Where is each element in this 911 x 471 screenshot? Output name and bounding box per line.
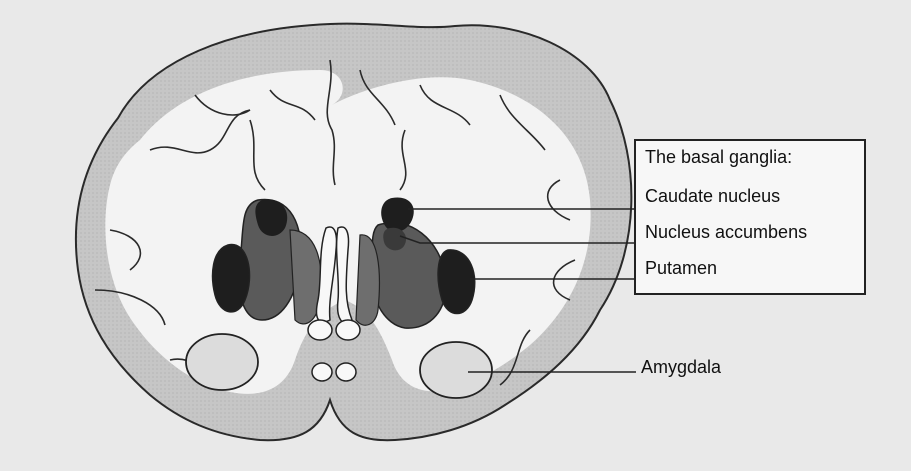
- label-putamen: Putamen: [645, 258, 717, 279]
- label-caudate-nucleus: Caudate nucleus: [645, 186, 780, 207]
- diagram-title: The basal ganglia:: [645, 147, 792, 168]
- left-amygdala: [186, 334, 258, 390]
- label-nucleus-accumbens: Nucleus accumbens: [645, 222, 807, 243]
- right-amygdala: [420, 342, 492, 398]
- label-amygdala: Amygdala: [641, 357, 721, 378]
